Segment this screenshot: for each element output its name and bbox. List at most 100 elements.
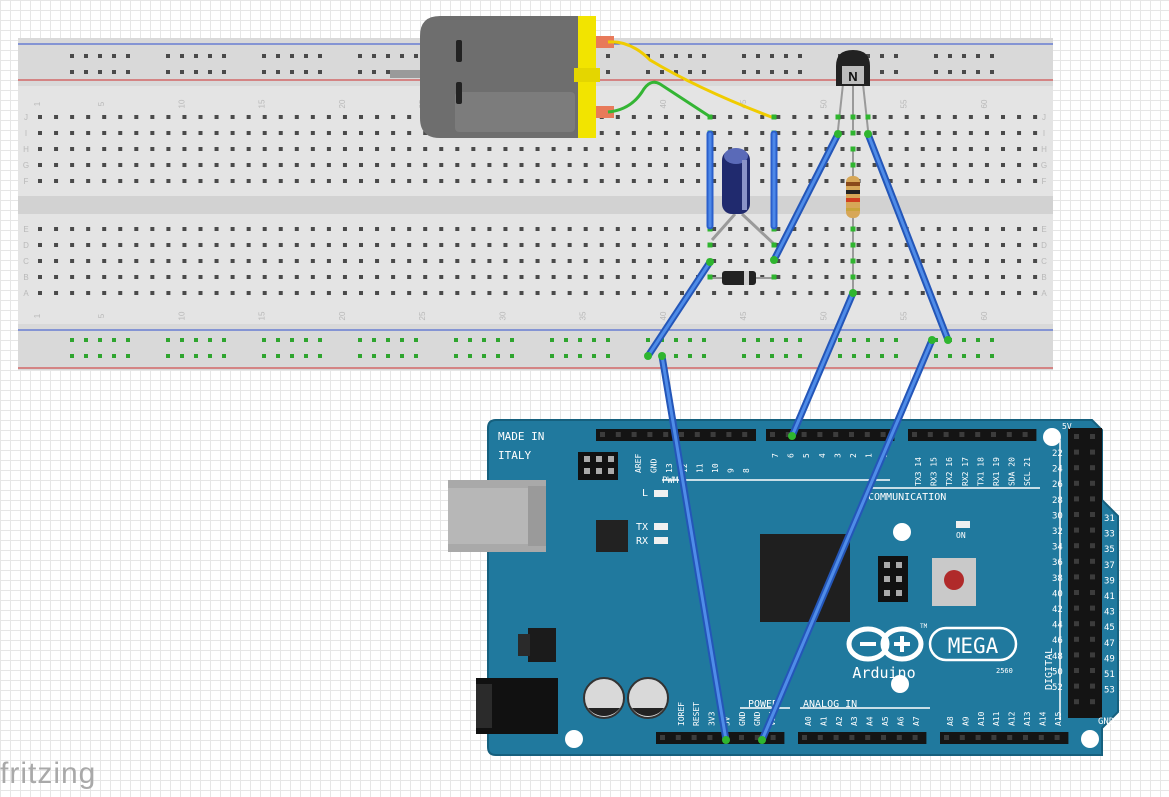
rail-hole [304,54,308,58]
row-letter: E [1041,225,1046,234]
arduino-mega-board[interactable]: MADE IN ITALY PWM COMMUNICATION POWER AN… [448,419,1119,756]
breadboard-hole [872,243,877,247]
breadboard-hole [503,227,508,231]
rail-hole [770,70,774,74]
digital-pin-number: 26 [1052,480,1063,490]
breadboard-hole [535,259,540,263]
breadboard-hole [904,163,909,167]
column-number: 50 [819,311,828,320]
breadboard-hole [1033,243,1038,247]
breadboard-hole [262,163,267,167]
reset-button-cap[interactable] [944,570,964,590]
capacitor-leg-right [740,212,776,246]
breadboard-hole [968,115,973,119]
breadboard-hole [920,179,925,183]
digital-pin-number: 52 [1052,683,1063,693]
breadboard-hole [519,291,524,295]
rail-hole [606,54,610,58]
breadboard-hole [455,291,460,295]
breadboard-hole [696,131,701,135]
rail-hole [798,54,802,58]
header-pin [991,735,997,740]
breadboard-hole [471,275,476,279]
dc-motor[interactable] [390,16,614,138]
digital-pin-label: 8 [742,468,751,473]
rail-hole [976,70,980,74]
breadboard-hole [663,291,668,295]
led-tx-label: TX [636,522,648,533]
breadboard-hole [54,147,59,151]
digital-pin-number: 45 [1104,623,1115,633]
rail-hole-connected [798,354,802,358]
pwm-pin-label: 7 [771,453,780,458]
breadboard-hole [1001,275,1005,279]
rail-hole-connected [166,354,170,358]
connected-hole [850,130,856,136]
breadboard-hole [230,243,235,247]
rail-hole [660,54,664,58]
breadboard-hole [840,227,845,231]
electrolytic-capacitor[interactable] [710,148,776,246]
breadboard-hole [375,147,380,151]
header-pin [801,432,807,437]
digital-pin-number: 49 [1104,654,1115,664]
breadboard-hole [856,163,861,167]
breadboard-hole [294,179,299,183]
breadboard-hole [663,259,668,263]
mounting-hole [893,523,911,541]
breadboard-hole [166,163,171,167]
breadboard-hole [54,163,59,167]
breadboard-hole [70,227,75,231]
comm-pin-label: SDA 20 [1008,457,1017,486]
breadboard-hole [1033,291,1038,295]
breadboard-hole [599,243,604,247]
breadboard-hole [904,179,909,183]
breadboard-hole [936,115,941,119]
breadboard-hole [680,275,684,279]
rail-hole-connected [702,354,706,358]
rail-hole-connected [98,354,102,358]
breadboard-hole [391,259,396,263]
comm-pin-label: RX3 15 [930,457,939,486]
row-letter: A [23,289,29,298]
breadboard-hole [54,259,59,263]
mounting-hole [1081,730,1099,748]
breadboard-hole [535,291,540,295]
diode[interactable] [712,271,774,285]
resistor[interactable] [846,150,860,290]
breadboard-hole [535,147,540,151]
breadboard-hole [86,291,91,295]
breadboard-hole [342,115,347,119]
breadboard-hole [680,291,684,295]
arduino-logo: Arduino TM MEGA 2560 [846,623,1018,682]
breadboard-hole [310,243,315,247]
breadboard-hole [423,291,428,295]
wire-end [758,736,766,744]
breadboard-hole [744,147,749,151]
rail-hole [70,54,74,58]
header-pin [927,432,933,437]
mounting-hole [891,675,909,693]
rail-hole [976,54,980,58]
breadboard-hole [599,179,604,183]
breadboard-hole [326,147,331,151]
breadboard-hole [551,163,556,167]
rail-hole-connected [962,354,966,358]
motor-slot-upper [456,40,462,62]
breadboard-hole [583,243,588,247]
breadboard-hole [968,163,973,167]
resistor-body [846,176,860,218]
breadboard-hole [262,291,267,295]
breadboard-hole [487,259,492,263]
rail-hole [770,54,774,58]
column-number: 45 [739,99,748,108]
breadboard-hole [567,275,572,279]
breadboard-hole [407,243,412,247]
breadboard-hole [166,259,171,263]
breadboard-hole [118,147,123,151]
breadboard-hole [824,131,829,135]
npn-transistor[interactable]: N [836,50,870,131]
breadboard-hole [391,115,396,119]
rail-hole-connected [290,338,294,342]
pwm-pin-label: 2 [849,453,858,458]
